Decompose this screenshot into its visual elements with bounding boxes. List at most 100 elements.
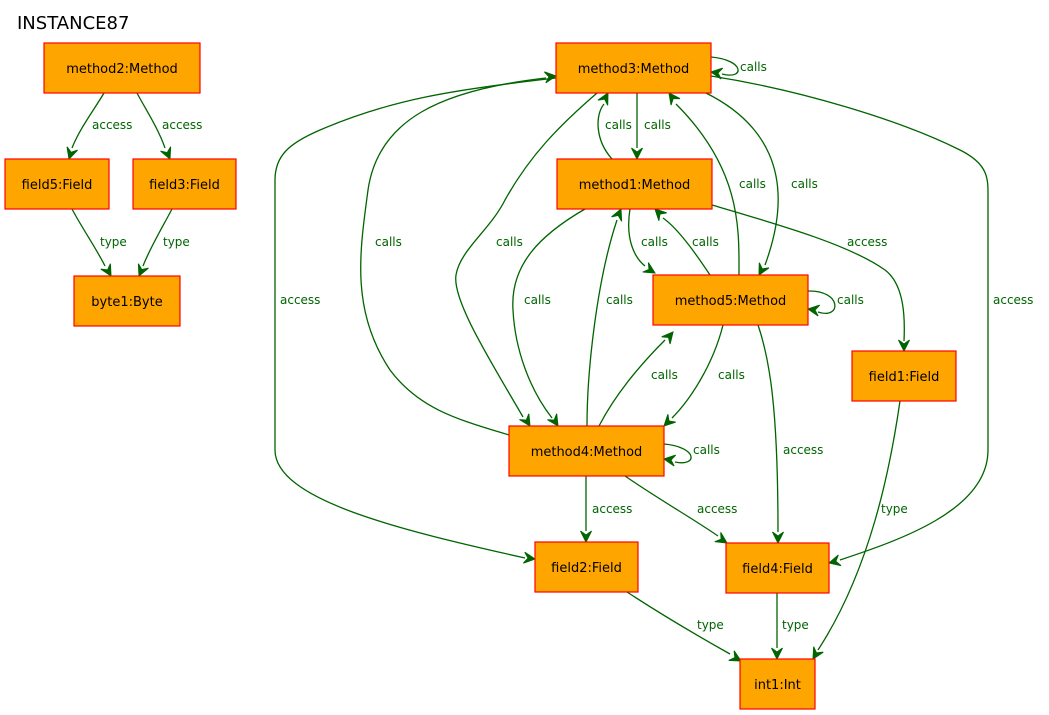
edge-method1-to-method3: calls: [597, 92, 632, 160]
node-box[interactable]: [534, 541, 639, 593]
edge-label: calls: [718, 368, 745, 382]
edge-label: calls: [641, 235, 668, 249]
node-field4[interactable]: field4:Field: [725, 542, 830, 594]
arrowhead-icon: [758, 262, 770, 276]
edge-method3-to-method1: calls: [631, 93, 671, 161]
node-method2[interactable]: method2:Method: [43, 42, 201, 94]
arrowhead-icon: [611, 207, 623, 222]
arrowhead-icon: [137, 263, 149, 278]
arrowhead-icon: [597, 92, 609, 106]
node-label: method5:Method: [675, 294, 787, 309]
edge-method1-to-method4: calls: [512, 208, 586, 427]
node-label: method2:Method: [66, 62, 178, 77]
edge-method4-to-field2: access: [580, 476, 632, 544]
node-label: field3:Field: [149, 178, 220, 193]
edge-line: [662, 217, 711, 276]
edge-label: access: [592, 502, 632, 516]
node-field1[interactable]: field1:Field: [851, 350, 957, 402]
node-box[interactable]: [725, 542, 830, 594]
edge-line: [807, 290, 836, 314]
node-field5[interactable]: field5:Field: [4, 158, 110, 210]
edge-label: calls: [375, 235, 402, 249]
edge-line: [142, 208, 173, 267]
edge-label: access: [697, 502, 737, 516]
diagram-title: INSTANCE87: [17, 13, 129, 34]
edge-method4-to-field4: access: [624, 475, 737, 544]
arrowhead-icon: [663, 414, 676, 427]
node-box[interactable]: [652, 274, 809, 326]
edge-label: type: [163, 235, 190, 249]
arrowhead-icon: [66, 146, 78, 161]
edge-field5-to-byte1: type: [71, 208, 127, 277]
edge-line: [360, 77, 547, 436]
edge-label: calls: [644, 118, 671, 132]
arrowhead-icon: [547, 413, 559, 427]
edge-label: type: [782, 618, 809, 632]
edge-label: access: [280, 293, 320, 307]
arrowhead-icon: [898, 339, 910, 353]
node-field3[interactable]: field3:Field: [132, 158, 237, 210]
edge-label: calls: [496, 235, 523, 249]
edge-line: [817, 400, 901, 651]
edge-line: [710, 75, 989, 561]
node-method5[interactable]: method5:Method: [652, 274, 809, 326]
edge-method5-to-method1: calls: [654, 208, 719, 276]
node-label: field4:Field: [742, 562, 813, 577]
node-label: method1:Method: [579, 178, 691, 193]
edge-field3-to-byte1: type: [137, 208, 190, 278]
edge-label: calls: [739, 177, 766, 191]
node-method3[interactable]: method3:Method: [555, 42, 712, 94]
edge-label: access: [162, 118, 202, 132]
edge-label: calls: [693, 443, 720, 457]
edge-label: type: [100, 235, 127, 249]
node-box[interactable]: [73, 275, 181, 327]
edge-line: [671, 324, 724, 419]
node-box[interactable]: [556, 158, 713, 210]
edge-label: type: [881, 502, 908, 516]
node-label: field5:Field: [22, 178, 93, 193]
edge-method5-to-field4: access: [757, 324, 823, 545]
edge-line: [512, 208, 586, 419]
edge-line: [598, 339, 666, 427]
edge-field2-to-int1: type: [626, 591, 742, 662]
edge-label: calls: [740, 60, 767, 74]
edge-line: [71, 92, 105, 149]
arrowhead-icon: [662, 454, 677, 467]
node-method1[interactable]: method1:Method: [556, 158, 713, 210]
node-box[interactable]: [555, 42, 712, 94]
edge-label: calls: [692, 235, 719, 249]
edge-field4-to-int1: type: [771, 593, 809, 661]
node-label: method4:Method: [531, 445, 643, 460]
edge-label: calls: [524, 293, 551, 307]
node-byte1[interactable]: byte1:Byte: [73, 275, 181, 327]
arrowhead-icon: [100, 263, 112, 277]
edge-method3-to-method3: calls: [709, 56, 767, 80]
edge-label: access: [847, 235, 887, 249]
node-box[interactable]: [851, 350, 957, 402]
edge-method3-to-field2: access: [274, 77, 557, 564]
node-box[interactable]: [4, 158, 110, 210]
arrowhead-icon: [806, 304, 821, 317]
arrowhead-icon: [160, 146, 172, 161]
edge-label: calls: [837, 293, 864, 307]
edge-line: [705, 92, 779, 266]
node-method4[interactable]: method4:Method: [508, 425, 665, 477]
edge-method5-to-method5: calls: [806, 290, 864, 317]
arrowhead-icon: [714, 532, 728, 544]
node-int1[interactable]: int1:Int: [739, 658, 816, 710]
edge-method2-to-field5: access: [66, 92, 132, 161]
edge-line: [274, 77, 557, 559]
node-box[interactable]: [43, 42, 201, 94]
edge-label: type: [697, 618, 724, 632]
edge-line: [757, 324, 779, 533]
arrowhead-icon: [544, 71, 558, 84]
node-box[interactable]: [739, 658, 816, 710]
edge-line: [628, 208, 646, 267]
node-box[interactable]: [132, 158, 237, 210]
arrowhead-icon: [728, 650, 742, 662]
node-field2[interactable]: field2:Field: [534, 541, 639, 593]
edge-method4-to-method4: calls: [662, 443, 720, 467]
node-label: field2:Field: [551, 561, 622, 576]
node-box[interactable]: [508, 425, 665, 477]
